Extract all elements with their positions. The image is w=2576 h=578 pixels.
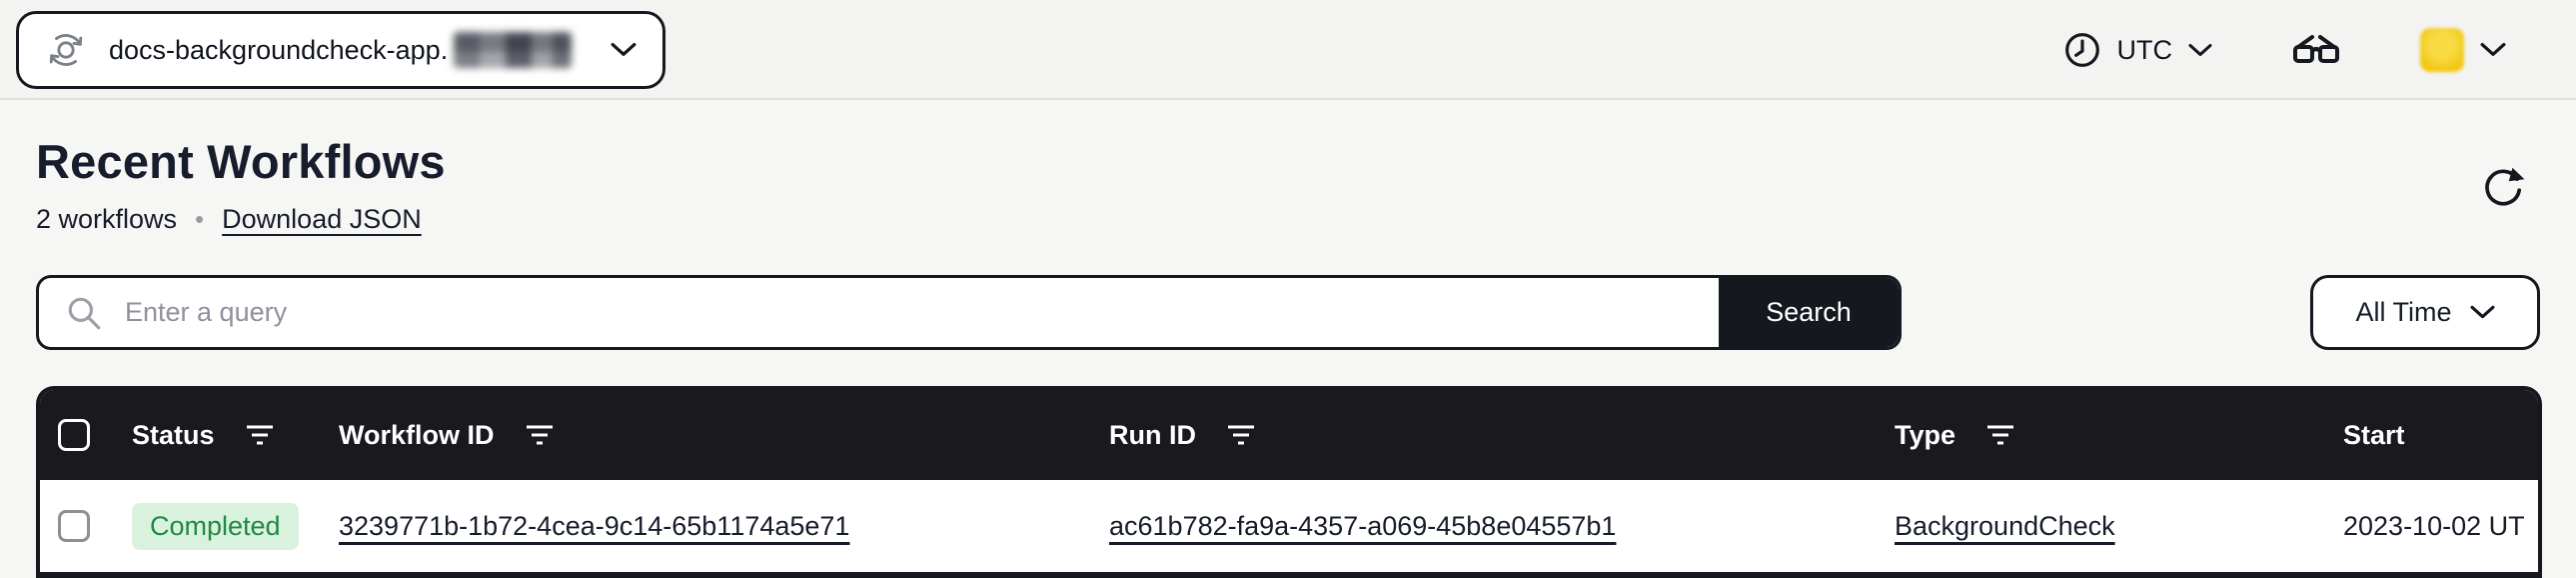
workflow-count: 2 workflows — [36, 204, 178, 234]
time-range-label: All Time — [2355, 297, 2452, 327]
dot-separator: • — [195, 204, 205, 234]
workflow-count-row: 2 workflows • Download JSON — [36, 204, 422, 235]
time-range-filter[interactable]: All Time — [2310, 275, 2540, 350]
refresh-icon — [2480, 163, 2532, 209]
labs-toggle-button[interactable] — [2292, 32, 2340, 68]
table-header-row: Status Workflow ID — [40, 390, 2538, 480]
chevron-down-icon — [2470, 305, 2495, 320]
glasses-icon — [2292, 32, 2340, 68]
table-row[interactable]: Completed 3239771b-1b72-4cea-9c14-65b117… — [40, 480, 2538, 572]
avatar — [2420, 28, 2464, 72]
search-input[interactable] — [103, 278, 1719, 347]
top-nav: docs-backgroundcheck-app. UTC — [0, 0, 2576, 100]
clock-icon — [2063, 31, 2101, 69]
chevron-down-icon — [2188, 43, 2212, 58]
row-checkbox[interactable] — [58, 510, 90, 542]
search-button[interactable]: Search — [1719, 278, 1899, 347]
column-header-workflow-id: Workflow ID — [339, 419, 495, 450]
timezone-label: UTC — [2116, 34, 2173, 65]
chevron-down-icon — [611, 42, 637, 58]
run-id-filter-button[interactable] — [1226, 423, 1256, 447]
chevron-down-icon — [2480, 42, 2506, 58]
search-icon — [39, 278, 103, 347]
type-filter-button[interactable] — [1985, 423, 2015, 447]
page-title: Recent Workflows — [36, 135, 446, 188]
run-id-link[interactable]: ac61b782-fa9a-4357-a069-45b8e04557b1 — [1109, 510, 1617, 541]
download-json-link[interactable]: Download JSON — [222, 204, 422, 234]
namespace-label: docs-backgroundcheck-app. — [109, 34, 449, 65]
start-time: 2023-10-02 UT — [2343, 510, 2525, 541]
filter-lines-icon — [1226, 423, 1256, 447]
column-header-start: Start — [2343, 419, 2405, 450]
column-header-status: Status — [132, 419, 215, 450]
workflow-id-filter-button[interactable] — [525, 423, 555, 447]
workflow-query-bar: Search — [36, 275, 1902, 350]
namespace-selector[interactable]: docs-backgroundcheck-app. — [16, 11, 665, 89]
status-filter-button[interactable] — [245, 423, 275, 447]
column-header-type: Type — [1895, 419, 1956, 450]
status-badge: Completed — [132, 502, 299, 550]
filter-lines-icon — [1985, 423, 2015, 447]
filter-lines-icon — [525, 423, 555, 447]
namespace-cycle-icon — [45, 29, 87, 71]
select-all-checkbox[interactable] — [58, 419, 90, 451]
workflow-id-link[interactable]: 3239771b-1b72-4cea-9c14-65b1174a5e71 — [339, 510, 850, 541]
filter-lines-icon — [245, 423, 275, 447]
timezone-selector[interactable]: UTC — [2063, 31, 2213, 69]
workflows-table: Status Workflow ID — [36, 386, 2542, 578]
refresh-button[interactable] — [2480, 160, 2532, 212]
redacted-namespace-suffix — [454, 32, 573, 68]
column-header-run-id: Run ID — [1109, 419, 1196, 450]
workflow-type-link[interactable]: BackgroundCheck — [1895, 510, 2115, 541]
nav-right-cluster: UTC — [2063, 0, 2507, 100]
account-menu-button[interactable] — [2420, 28, 2506, 72]
